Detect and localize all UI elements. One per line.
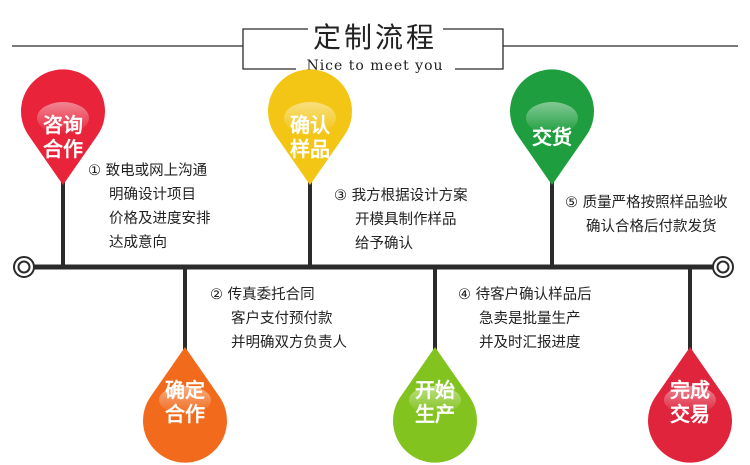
node-confirm-cooperation: 确定合作 [165,378,205,426]
step-1-text: ① 致电或网上沟通 明确设计项目 价格及进度安排 达成意向 [88,163,211,251]
node-confirm-sample: 确认样品 [290,113,330,161]
timeline-end-cap [712,256,734,278]
step-4-text: ④ 待客户确认样品后 急卖是批量生产 并及时汇报进度 [458,287,592,351]
step-3-text: ③ 我方根据设计方案 开模具制作样品 给予确认 [334,188,468,252]
page-title: 定制流程 [312,21,437,54]
node-start-production: 开始生产 [415,378,455,426]
pin-consult [20,69,105,185]
node-consult: 咨询合作 [43,113,83,161]
node-delivery: 交货 [532,125,572,149]
pin-complete-deal [648,347,732,463]
step-5-text: ⑤ 质量严格按照样品验收 确认合格后付款发货 [565,195,728,235]
pin-start-production [393,347,477,463]
node-complete-deal: 完成交易 [670,378,710,426]
pin-confirm-cooperation [143,347,227,463]
pin-delivery [510,69,594,185]
pin-confirm-sample [268,69,352,185]
page-subtitle: Nice to meet you [306,58,444,74]
step-2-text: ② 传真委托合同 客户支付预付款 并明确双方负责人 [210,287,347,351]
header-decoration [12,28,738,70]
timeline-start-cap [13,256,35,278]
